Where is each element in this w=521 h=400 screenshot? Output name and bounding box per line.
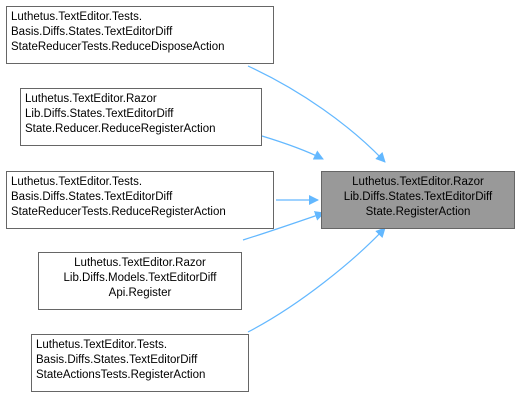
node-text-line: State.Reducer.ReduceRegisterAction: [25, 123, 216, 135]
node-text-line: StateReducerTests.ReduceRegisterAction: [11, 206, 226, 218]
node-text-line: StateReducerTests.ReduceDisposeAction: [11, 41, 225, 53]
node-text-line: Luthetus.TextEditor.Razor: [74, 257, 206, 269]
target-node-register-action[interactable]: Luthetus.TextEditor.Razor Lib.Diffs.Stat…: [321, 171, 515, 229]
node-text-line: Luthetus.TextEditor.Razor: [25, 93, 157, 105]
edge-caller-5: [247, 227, 386, 333]
edge-caller-4: [242, 211, 325, 241]
node-text-line: Lib.Diffs.States.TextEditorDiff: [25, 108, 174, 120]
caller-node-reduce-register-action-test[interactable]: Luthetus.TextEditor.Tests. Basis.Diffs.S…: [6, 171, 274, 229]
node-text-line: Basis.Diffs.States.TextEditorDiff: [36, 354, 198, 366]
node-text-line: Lib.Diffs.States.TextEditorDiff: [343, 191, 493, 203]
node-text-line: Luthetus.TextEditor.Tests.: [11, 176, 143, 188]
edge-caller-2: [261, 135, 324, 160]
caller-node-reduce-dispose-action-test[interactable]: Luthetus.TextEditor.Tests. Basis.Diffs.S…: [6, 6, 274, 64]
node-text-line: Basis.Diffs.States.TextEditorDiff: [11, 191, 173, 203]
caller-node-api-register[interactable]: Luthetus.TextEditor.Razor Lib.Diffs.Mode…: [38, 252, 242, 310]
node-text-line: Api.Register: [108, 287, 172, 299]
node-text-line: State.RegisterAction: [365, 206, 471, 218]
caller-node-reducer-reduce-register-action[interactable]: Luthetus.TextEditor.Razor Lib.Diffs.Stat…: [20, 88, 262, 146]
node-text-line: Luthetus.TextEditor.Razor: [352, 176, 484, 188]
node-text-line: Luthetus.TextEditor.Tests.: [36, 339, 168, 351]
edge-caller-1: [247, 65, 386, 163]
node-text-line: Lib.Diffs.Models.TextEditorDiff: [63, 272, 217, 284]
node-text-line: Luthetus.TextEditor.Tests.: [11, 11, 143, 23]
node-text-line: Basis.Diffs.States.TextEditorDiff: [11, 26, 173, 38]
caller-node-register-action-test[interactable]: Luthetus.TextEditor.Tests. Basis.Diffs.S…: [31, 334, 249, 392]
node-text-line: StateActionsTests.RegisterAction: [36, 369, 206, 381]
